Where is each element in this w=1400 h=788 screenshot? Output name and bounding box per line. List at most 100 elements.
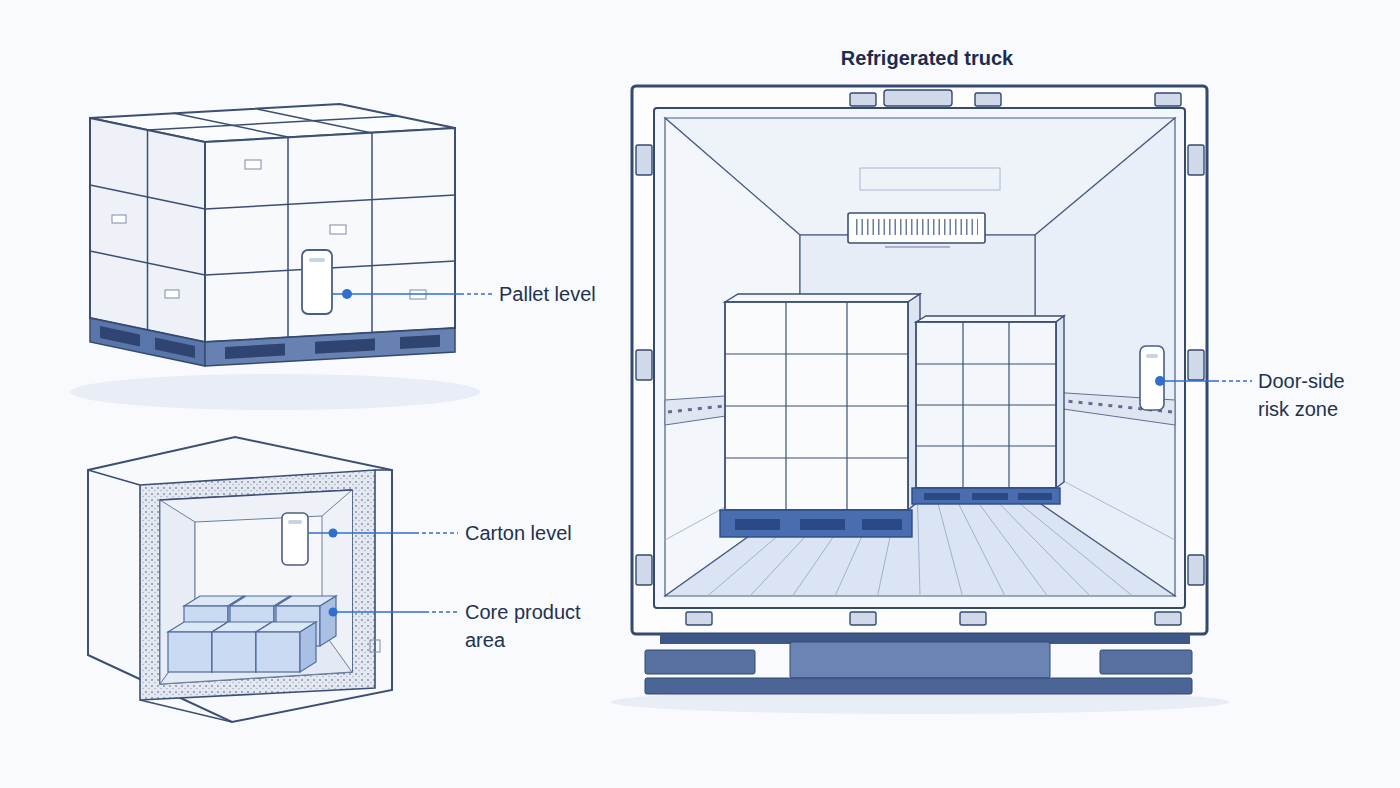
latch [884,90,952,106]
box-edge [916,404,1056,405]
pallet-opening [315,339,375,354]
latch [850,612,876,625]
leader-dot [329,608,338,617]
box-edge [725,405,908,406]
callout-label: Core product area [465,598,600,654]
load-side [1056,316,1064,488]
box-edge [205,195,455,209]
latch [960,612,986,625]
sensor-logger [1140,346,1164,410]
floor-rib [957,500,1005,596]
pallet-opening [100,326,140,346]
latch [1155,612,1181,625]
pallet-opening [862,519,902,530]
leader-dot [329,529,338,538]
hinge [636,145,652,175]
pallet-opening [972,493,1008,500]
insulated-carton-illustration [88,437,458,722]
latch [975,93,1001,106]
pallet-opening [1018,493,1052,500]
cavity-edge [322,490,352,516]
sensor-logger [282,513,308,565]
carton-box [256,622,316,672]
door-frame [654,108,1185,608]
pallet-opening [155,338,195,358]
callout-label: Pallet level [499,280,669,308]
tape-label [245,160,261,169]
leader-line-dashed [460,293,492,294]
carton-outline [88,437,392,722]
box-stack-front-face [205,128,455,342]
box-tape-labels [112,160,426,299]
pallet-openings [100,326,440,359]
box-edge [148,116,398,130]
leader-line [333,611,425,613]
latch [1155,93,1181,106]
box-edge [371,133,373,333]
sensor-detail [288,520,302,524]
chassis-box [790,642,1050,678]
carton-edge [88,470,140,485]
pallet-front-face [205,328,455,366]
latch [686,612,712,625]
floor-rib [1015,500,1132,596]
pallet-load [916,322,1056,488]
carton-mark [370,640,380,652]
refrigeration-unit [848,213,985,243]
leader-line [1160,380,1215,382]
callout-label: Carton level [465,519,635,547]
pallet-opening [924,493,960,500]
unit-grille [856,219,978,235]
sensor-logger [302,250,332,314]
box-edge [90,251,205,275]
pallet-opening [800,519,845,530]
tape-label [112,215,126,223]
box-edge [725,457,908,458]
floor-rib [996,500,1090,596]
hinge [1188,350,1204,380]
cavity [160,490,352,684]
insulation-foam [140,470,375,700]
truck-body [632,86,1207,634]
ceiling-panel [860,168,1000,190]
shadow [70,374,480,410]
hinge [636,350,652,380]
floor-rib [976,500,1047,596]
pallet-illustration [70,104,492,410]
truck-pallet [720,510,912,537]
pallet-left-face [90,318,205,366]
truck-illustration [610,86,1252,714]
floor-ribs [708,500,1133,596]
tape-label [165,290,179,298]
pallet-load [725,302,908,510]
door-hardware [636,90,1204,625]
hinge [1188,555,1204,585]
leader-dot [342,289,352,299]
leader-dot [1155,376,1165,386]
truck-pallet [912,488,1060,504]
callout-label: Door-side risk zone [1258,367,1373,423]
floor-rib [918,500,921,596]
pallet-opening [735,519,780,530]
bumper [645,678,1192,694]
chassis-box [1100,650,1192,674]
pallet-opening [400,335,440,349]
diagram-title: Refrigerated truck [767,44,1087,72]
box-edge [725,353,908,354]
leader-line-dashed [425,611,458,612]
pallet-opening [225,344,285,359]
hinge [636,555,652,585]
tape-label [330,225,346,234]
box-edge [916,445,1056,446]
leader-line [308,532,415,534]
box-edge [147,130,149,330]
hinge [1188,145,1204,175]
carton-edge [140,700,232,722]
box-grid [90,109,455,337]
cavity-edge [160,490,352,500]
unit-duct [885,246,950,247]
leader-line-dashed [1215,380,1252,381]
box-stack-left-face [90,118,205,342]
